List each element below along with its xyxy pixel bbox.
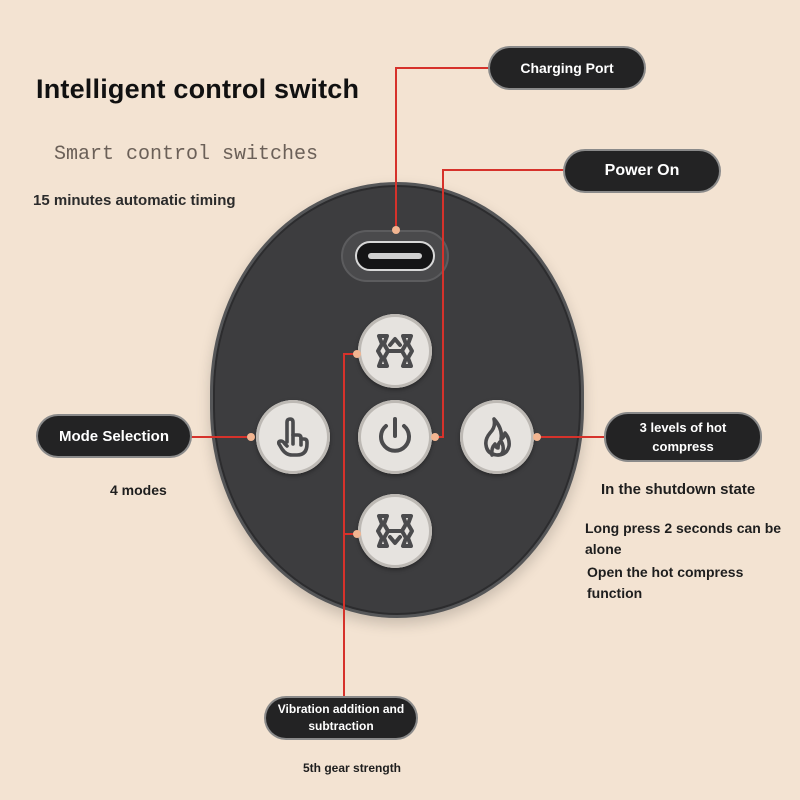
label-hot-compress: 3 levels of hot compress [606,414,760,460]
power-icon [379,417,411,453]
vibration-down-button[interactable] [358,494,432,568]
label-charging-port: Charging Port [490,48,644,88]
page-title: Intelligent control switch [36,74,360,104]
hand-touch-icon [276,417,309,457]
label-mode-selection: Mode Selection [38,416,190,456]
flame-icon [484,417,511,457]
hot-compress-button[interactable] [460,400,534,474]
timing-note: 15 minutes automatic timing [33,192,236,209]
caption-gear-strength: 5th gear strength [303,761,402,775]
caption-open-hot: Open the hot compress function [587,564,744,601]
caption-shutdown-state: In the shutdown state [601,481,756,498]
power-button[interactable] [358,400,432,474]
caption-modes: 4 modes [110,482,167,498]
vibration-up-icon [376,334,414,368]
vibration-up-button[interactable] [358,314,432,388]
caption-long-press: Long press 2 seconds can be alone [585,520,782,557]
mode-selection-button[interactable] [256,400,330,474]
vibration-down-icon [376,514,414,548]
label-power-on: Power On [565,151,719,191]
label-vibration: Vibration addition and subtraction [266,698,416,738]
page-subtitle: Smart control switches [54,143,319,166]
usb-c-contacts [368,253,422,259]
